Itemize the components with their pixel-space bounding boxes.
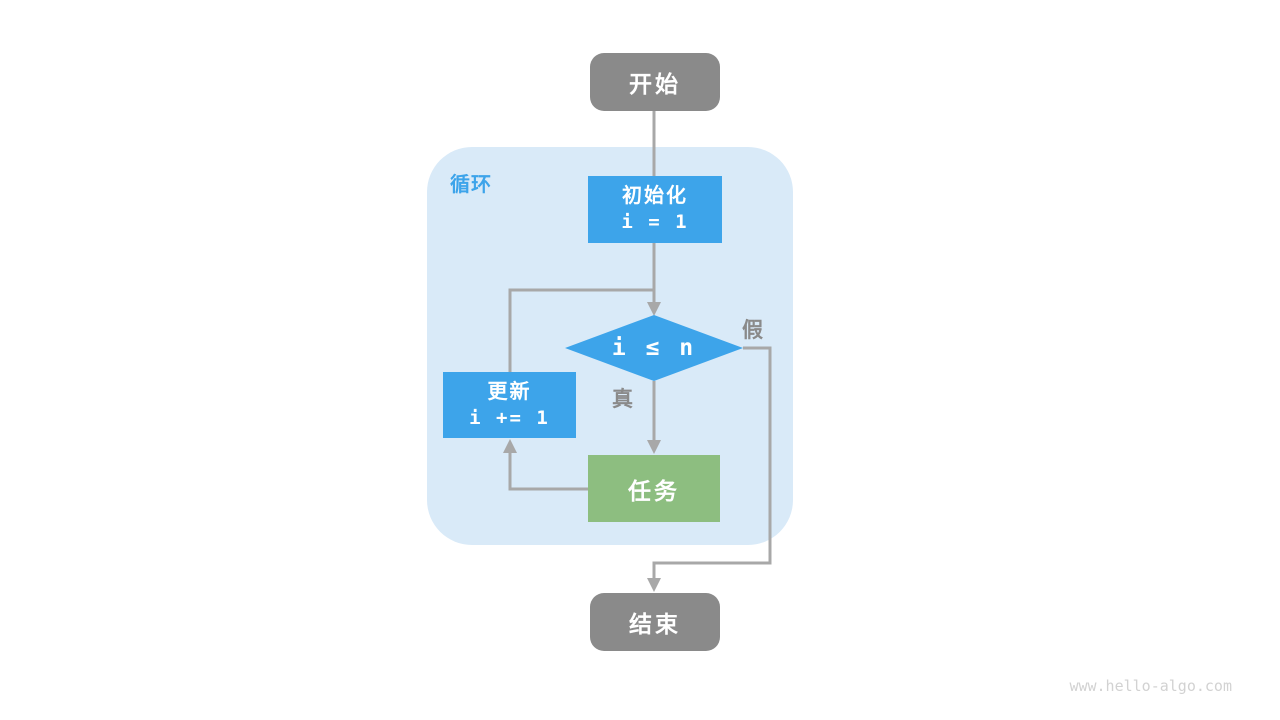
update-node-code: i += 1	[469, 406, 550, 429]
connector-update-to-condition	[508, 288, 654, 373]
end-node-label: 结束	[629, 611, 681, 637]
arrowhead-into-condition	[647, 302, 661, 316]
task-node: 任务	[588, 455, 720, 522]
task-node-label: 任务	[628, 477, 680, 504]
condition-node-label: i ≤ n	[611, 335, 697, 361]
loop-container-label: 循环	[450, 174, 492, 196]
update-node-title: 更新	[487, 380, 532, 403]
arrowhead-into-update	[503, 439, 517, 453]
end-node: 结束	[590, 593, 720, 651]
init-node: 初始化 i = 1	[588, 176, 722, 243]
start-node: 开始	[590, 53, 720, 111]
arrowhead-into-end	[647, 578, 661, 592]
connector-task-to-update	[508, 453, 588, 491]
init-node-title: 初始化	[622, 185, 688, 208]
start-node-label: 开始	[629, 71, 681, 97]
init-node-code: i = 1	[621, 211, 689, 234]
connector-condition-to-end	[652, 346, 772, 579]
watermark-text: www.hello-algo.com	[1069, 677, 1232, 695]
branch-true-label: 真	[612, 388, 633, 411]
arrowhead-into-task	[647, 440, 661, 454]
update-node: 更新 i += 1	[443, 372, 576, 438]
branch-false-label: 假	[742, 319, 763, 342]
